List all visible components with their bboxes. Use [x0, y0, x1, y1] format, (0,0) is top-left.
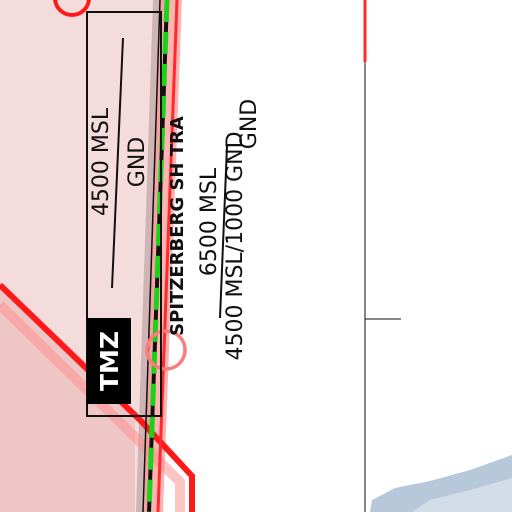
tmz-box-outline[interactable] [86, 11, 162, 417]
boundary-line-thin [142, 0, 161, 512]
tmz-lower-limit: GND [125, 137, 150, 187]
tmz-badge-background[interactable] [87, 318, 131, 404]
extra-lower-limit: GND [237, 99, 262, 149]
water-body-inner [412, 478, 512, 512]
tra-upper-limit: 6500 MSL [197, 167, 222, 276]
tmz-upper-limit: 4500 MSL [89, 107, 114, 216]
tra-name[interactable]: SPITZERBERG SH TRA [167, 116, 188, 336]
boundary-line-green-dashed [146, 0, 170, 512]
airspace-border-red [156, 0, 179, 512]
airspace-border-diagonal-halo [0, 301, 185, 512]
airspace-border-diagonal [0, 282, 195, 512]
reporting-point-marker[interactable] [145, 329, 187, 371]
tmz-badge-label: TMZ [95, 331, 124, 391]
tmz-limit-divider [111, 37, 124, 289]
tra-lower-limit: 4500 MSL/1000 GND [223, 131, 248, 360]
reporting-point-marker-top[interactable] [53, 0, 91, 17]
tra-limit-divider [219, 145, 228, 319]
